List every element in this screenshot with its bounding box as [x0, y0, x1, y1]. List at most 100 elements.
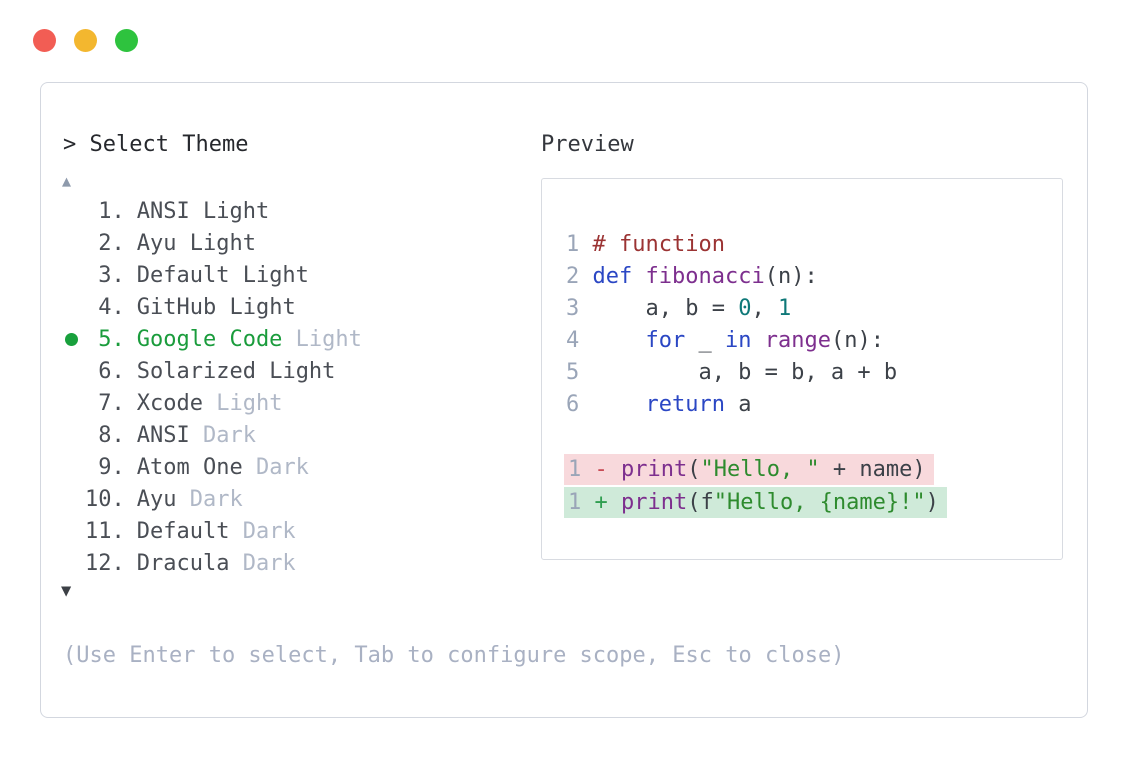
scroll-down-icon[interactable]: ▼	[61, 581, 72, 601]
code-token: return	[645, 392, 725, 417]
theme-item[interactable]: 6.Solarized Light	[57, 355, 362, 387]
theme-item[interactable]: 5. Google Code Light	[57, 323, 362, 355]
line-number: 5	[566, 360, 580, 385]
code-token: a, b =	[592, 296, 739, 321]
theme-item-name: Ayu	[136, 486, 177, 512]
line-number: 1	[566, 232, 580, 257]
code-token: + name)	[819, 457, 926, 482]
theme-item-name: ANSI	[136, 422, 190, 448]
scroll-up-icon[interactable]: ▲	[62, 172, 72, 190]
code-token: in	[724, 328, 752, 353]
theme-item-variant: Dark	[229, 518, 296, 544]
theme-item-name: Xcode	[136, 390, 203, 416]
theme-item-variant: Light	[176, 230, 256, 256]
line-number: 3	[566, 296, 580, 321]
theme-item-name: GitHub	[136, 294, 217, 320]
theme-item-label: Atom One Dark	[137, 455, 309, 480]
theme-item-name: ANSI	[136, 198, 190, 224]
line-number: 1	[568, 457, 582, 482]
theme-item-number: 10.	[85, 486, 125, 512]
diff-line-removed: 1- print("Hello, " + name)	[564, 454, 934, 485]
theme-item-variant: Dark	[176, 486, 243, 512]
line-number: 6	[566, 392, 580, 417]
theme-item[interactable]: 1.ANSI Light	[57, 195, 362, 227]
theme-item-name: Default	[136, 518, 230, 544]
code-line: 1# function	[566, 229, 897, 261]
code-token: a, b = b, a + b	[592, 360, 898, 385]
code-token: 1	[777, 296, 792, 321]
code-token: (n):	[830, 328, 884, 353]
theme-item-label: ANSI Light	[137, 199, 269, 224]
code-token: (	[687, 457, 701, 482]
theme-item-name: Default	[136, 262, 230, 288]
code-token	[592, 392, 645, 417]
theme-item-name: Solarized	[136, 358, 256, 384]
theme-item-variant: Light	[202, 390, 283, 416]
code-token: print	[620, 457, 688, 482]
code-token: "Hello, "	[700, 457, 820, 482]
theme-item-number: 11.	[85, 518, 125, 544]
theme-item[interactable]: 10. Ayu Dark	[57, 483, 362, 515]
select-theme-title: > Select Theme	[63, 129, 248, 161]
theme-item-label: GitHub Light	[137, 295, 296, 320]
theme-item-label: Ayu Light	[137, 231, 256, 256]
theme-item[interactable]: 7.Xcode Light	[57, 387, 362, 419]
theme-item-label: Dracula Dark	[137, 551, 296, 576]
theme-item[interactable]: 2.Ayu Light	[57, 227, 362, 259]
code-token	[632, 264, 645, 289]
theme-item-number: 6.	[98, 358, 125, 384]
theme-item-variant: Dark	[189, 422, 256, 448]
preview-label: Preview	[541, 132, 634, 157]
theme-item-number: 4.	[98, 294, 125, 320]
line-number: 2	[566, 264, 580, 289]
code-token: )	[925, 490, 939, 515]
code-token: def	[592, 264, 633, 289]
theme-item-number: 8.	[98, 422, 125, 448]
minimize-button[interactable]	[74, 29, 97, 52]
theme-item-label: Xcode Light	[137, 391, 283, 416]
theme-item-variant: Dark	[242, 454, 309, 480]
code-line: 3 a, b = 0, 1	[566, 293, 897, 325]
theme-item[interactable]: 9.Atom One Dark	[57, 451, 362, 483]
theme-item[interactable]: 3. Default Light	[57, 259, 362, 291]
theme-item-name: Dracula	[136, 550, 230, 576]
code-token: range	[764, 328, 831, 353]
prompt-caret: >	[63, 132, 77, 157]
theme-item[interactable]: 4. GitHub Light	[57, 291, 362, 323]
code-token: for	[645, 328, 686, 353]
window-controls	[33, 29, 138, 52]
theme-item[interactable]: 11. Default Dark	[57, 515, 362, 547]
theme-item-variant: Light	[216, 294, 296, 320]
theme-item[interactable]: 12. Dracula Dark	[57, 547, 362, 579]
code-token: a	[724, 392, 752, 417]
theme-item-variant: Light	[229, 262, 309, 288]
theme-item-number: 5.	[98, 326, 125, 352]
close-button[interactable]	[33, 29, 56, 52]
theme-item-label: Google Code Light	[137, 327, 362, 352]
theme-item-name: Ayu	[136, 230, 177, 256]
code-token: _	[685, 328, 725, 353]
selected-dot-icon	[57, 332, 85, 346]
theme-item-number: 12.	[85, 550, 125, 576]
code-line: 6 return a	[566, 389, 897, 421]
theme-item-name: Atom One	[136, 454, 243, 480]
line-number: 1	[568, 490, 582, 515]
theme-item-label: Ayu Dark	[137, 487, 243, 512]
theme-item-label: ANSI Dark	[137, 423, 256, 448]
code-token: (f	[687, 490, 714, 515]
theme-item-variant: Light	[282, 326, 362, 352]
line-number: 4	[566, 328, 580, 353]
zoom-button[interactable]	[115, 29, 138, 52]
code-token: 0	[738, 296, 752, 321]
code-token: -	[594, 457, 621, 482]
theme-item-number: 3.	[98, 262, 125, 288]
code-token: "Hello, {name}!"	[713, 490, 926, 515]
selected-dot	[64, 332, 78, 346]
theme-item[interactable]: 8. ANSI Dark	[57, 419, 362, 451]
code-token: (n):	[764, 264, 818, 289]
